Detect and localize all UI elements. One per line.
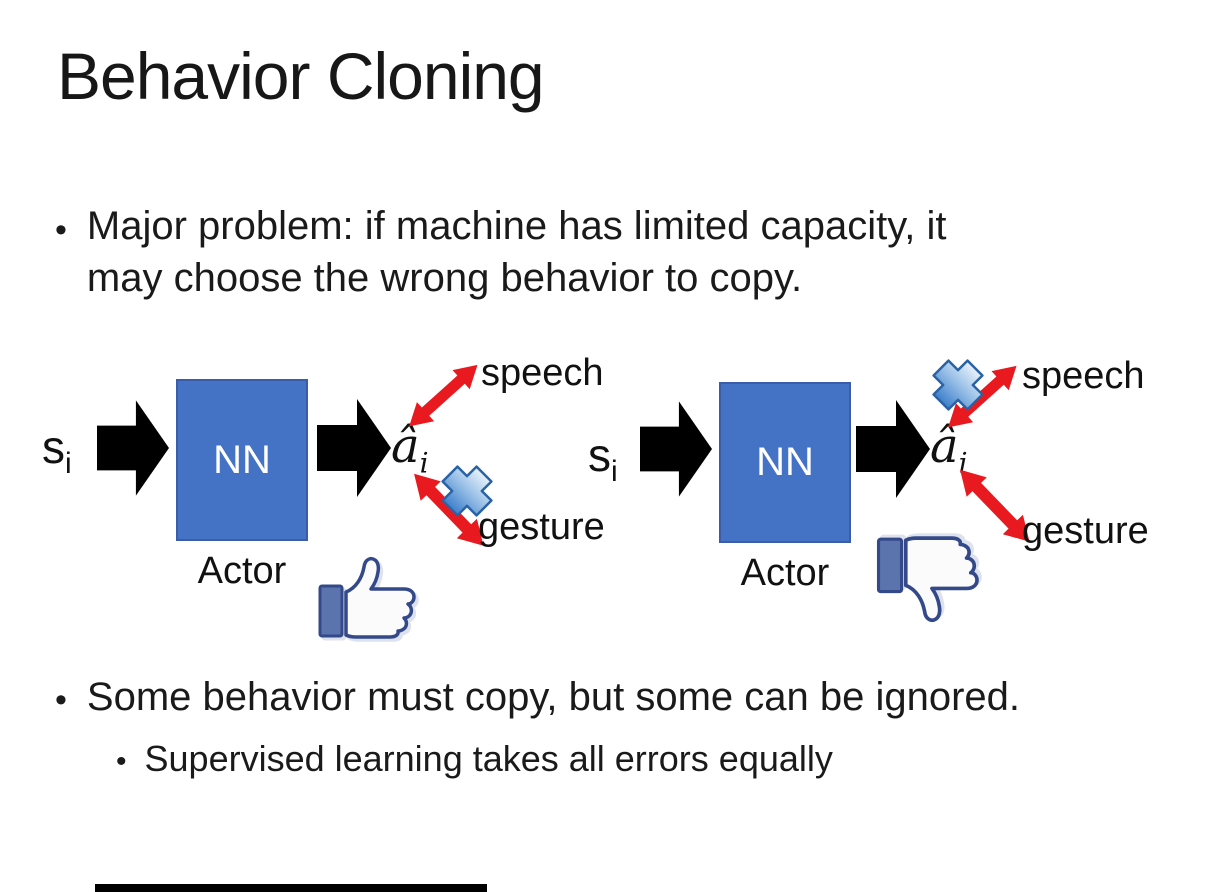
- right-gesture-label: gesture: [1022, 510, 1149, 552]
- black-arrow-icon: [855, 400, 931, 503]
- black-arrow-icon: [640, 400, 712, 503]
- bottom-cropped-bar: [95, 884, 487, 892]
- red-double-arrow-gesture-icon: [400, 463, 495, 559]
- nn-label: NN: [213, 437, 271, 482]
- slide-title: Behavior Cloning: [57, 39, 545, 113]
- nn-label: NN: [756, 440, 814, 484]
- thumbs-down-icon: [874, 530, 992, 623]
- thumbs-up-icon: [316, 556, 428, 645]
- left-nn-box: NN: [176, 379, 308, 541]
- bullet-some-behavior: Some behavior must copy, but some can be…: [55, 672, 1135, 725]
- right-speech-label: speech: [1022, 355, 1145, 397]
- bullet-major-problem-text: Major problem: if machine has limited ca…: [87, 200, 947, 304]
- left-action-label: âi: [391, 418, 429, 477]
- bullet-line: Major problem: if machine has limited ca…: [86, 204, 947, 248]
- bullet-major-problem: Major problem: if machine has limited ca…: [55, 200, 1105, 304]
- red-double-arrow-gesture-icon: [946, 459, 1041, 555]
- action-symbol: â: [391, 418, 420, 474]
- left-gesture-label: gesture: [478, 506, 605, 548]
- action-subscript: i: [419, 446, 429, 480]
- action-symbol: â: [930, 418, 959, 474]
- left-actor-label: Actor: [197, 550, 287, 592]
- bullet-supervised: Supervised learning takes all errors equ…: [116, 736, 1116, 785]
- state-subscript: i: [65, 447, 72, 481]
- blue-cross-icon: [435, 459, 499, 528]
- left-state-label: si: [42, 420, 72, 479]
- state-subscript: i: [611, 455, 618, 489]
- right-nn-box: NN: [719, 382, 851, 543]
- bullet-some-behavior-text: Some behavior must copy, but some can be…: [86, 675, 1021, 719]
- state-symbol: s: [588, 429, 611, 481]
- bullet-supervised-text: Supervised learning takes all errors equ…: [144, 738, 833, 779]
- red-double-arrow-speech-icon: [399, 354, 491, 442]
- state-symbol: s: [42, 421, 65, 473]
- left-speech-label: speech: [481, 352, 604, 394]
- black-arrow-icon: [97, 399, 169, 502]
- bullet-marker: [116, 739, 127, 785]
- blue-cross-icon: [926, 353, 990, 422]
- bullet-line: may choose the wrong behavior to copy.: [86, 256, 803, 300]
- right-state-label: si: [588, 428, 618, 487]
- action-subscript: i: [958, 446, 968, 480]
- red-double-arrow-speech-icon: [938, 355, 1030, 443]
- bullet-marker: [55, 675, 67, 725]
- black-arrow-icon: [316, 399, 392, 502]
- right-actor-label: Actor: [740, 552, 830, 594]
- bullet-marker: [55, 204, 67, 256]
- right-action-label: âi: [930, 418, 968, 477]
